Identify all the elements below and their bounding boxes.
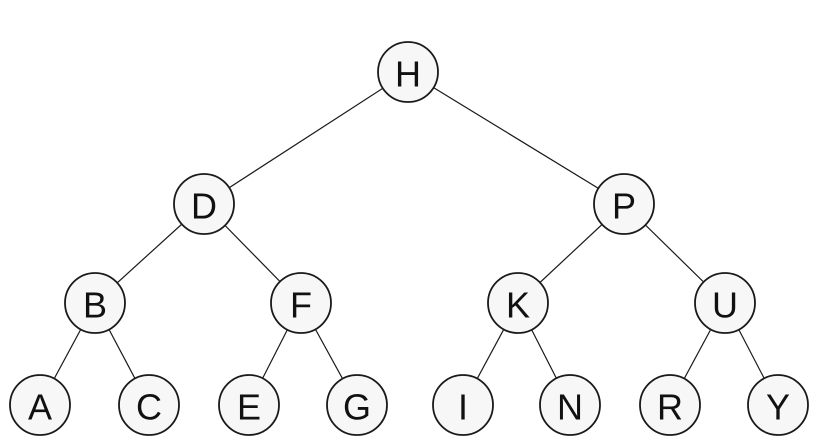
node-circle — [639, 374, 701, 436]
node-label: I — [458, 387, 468, 428]
node-label: G — [343, 387, 371, 428]
tree-node-R: R — [639, 374, 701, 436]
node-label: D — [191, 186, 217, 227]
node-circle — [326, 374, 388, 436]
node-circle — [487, 272, 549, 334]
node-circle — [593, 173, 655, 235]
edges-layer — [39, 71, 779, 406]
tree-node-Y: Y — [747, 374, 809, 436]
node-label: F — [290, 285, 312, 326]
tree-node-I: I — [432, 374, 494, 436]
tree-node-U: U — [694, 272, 756, 334]
node-label: R — [657, 387, 683, 428]
node-label: B — [83, 285, 107, 326]
node-circle — [118, 374, 180, 436]
tree-node-D: D — [173, 173, 235, 235]
tree-node-E: E — [218, 374, 280, 436]
tree-node-F: F — [270, 272, 332, 334]
node-label: Y — [766, 387, 790, 428]
tree-node-G: G — [326, 374, 388, 436]
node-circle — [218, 374, 280, 436]
nodes-layer: H D P B F K U A — [9, 41, 809, 436]
edge-H-P — [407, 71, 625, 205]
node-circle — [747, 374, 809, 436]
node-label: E — [237, 387, 261, 428]
node-label: A — [28, 387, 52, 428]
tree-node-A: A — [9, 374, 71, 436]
tree-node-B: B — [64, 272, 126, 334]
node-circle — [9, 374, 71, 436]
tree-node-H: H — [377, 41, 439, 103]
node-label: U — [712, 285, 738, 326]
tree-node-N: N — [539, 374, 601, 436]
node-circle — [432, 374, 494, 436]
tree-node-P: P — [593, 173, 655, 235]
node-label: C — [136, 387, 162, 428]
node-circle — [377, 41, 439, 103]
node-circle — [173, 173, 235, 235]
node-circle — [64, 272, 126, 334]
node-label: H — [395, 54, 421, 95]
node-circle — [270, 272, 332, 334]
tree-node-K: K — [487, 272, 549, 334]
node-circle — [694, 272, 756, 334]
node-label: K — [506, 285, 530, 326]
node-label: N — [557, 387, 583, 428]
node-label: P — [612, 186, 636, 227]
edge-H-D — [203, 71, 409, 205]
node-circle — [539, 374, 601, 436]
tree-node-C: C — [118, 374, 180, 436]
